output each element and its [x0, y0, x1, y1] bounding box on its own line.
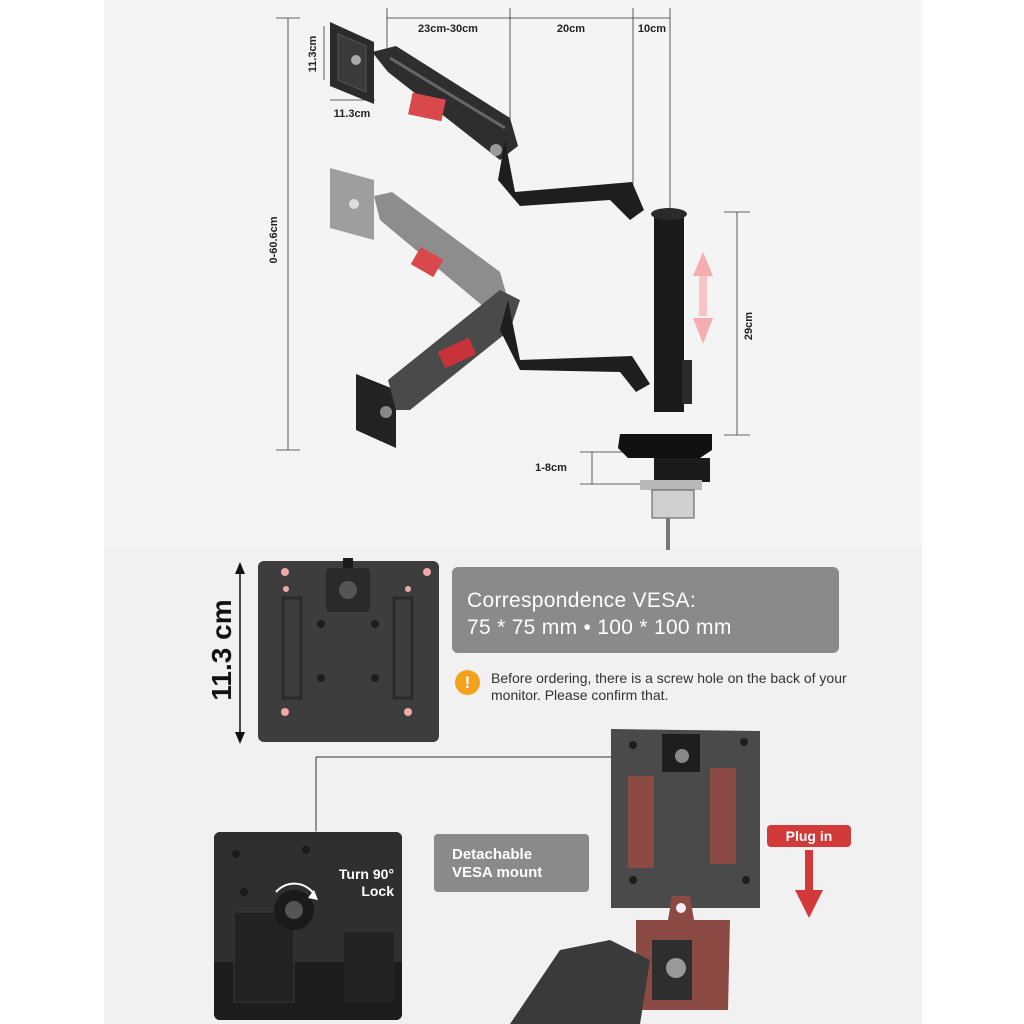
- detachable-line-1: Detachable: [452, 846, 533, 863]
- plug-in-label: Plug in: [767, 825, 851, 847]
- plug-in-arrow-icon: [795, 850, 823, 918]
- plate-size-label: 11.3 cm: [206, 599, 237, 701]
- detachable-bracket: [510, 896, 730, 1024]
- lock-detail-photo: [214, 832, 402, 1020]
- arm-segment-2-label: 20cm: [557, 23, 585, 35]
- pole-height-label: 29cm: [743, 312, 755, 340]
- size-measure-arrow: [235, 562, 245, 744]
- height-range-label: 0-60.6cm: [268, 216, 280, 263]
- arm-segment-3-label: 10cm: [638, 23, 666, 35]
- notice-text: Before ordering, there is a screw hole o…: [491, 670, 847, 703]
- lock-mechanism-illustration: [214, 832, 402, 1020]
- arm-segment-1-label: 23cm-30cm: [418, 23, 478, 35]
- height-adjust-arrow-icon: [693, 252, 713, 344]
- detachable-line-2: VESA mount: [452, 864, 543, 881]
- exclamation-icon: !: [455, 670, 480, 695]
- vesa-title: Correspondence VESA:: [467, 589, 696, 612]
- monitor-vesa-plate: [611, 729, 760, 908]
- lower-arm: [374, 192, 650, 410]
- vesa-width-label: 11.3cm: [334, 108, 371, 120]
- detachable-label-box: Detachable VESA mount: [434, 834, 589, 892]
- vesa-height-label: 11.3cm: [307, 35, 319, 72]
- vesa-sizes: 75 * 75 mm • 100 * 100 mm: [467, 616, 732, 639]
- product-diagram-panel: [104, 0, 922, 548]
- upper-monitor-plate: [330, 22, 374, 104]
- upper-arm: [372, 46, 644, 220]
- turn-lock-line-2: Lock: [361, 883, 394, 899]
- pole: [618, 208, 712, 550]
- vesa-plate-diagram: [258, 558, 439, 742]
- lower-monitor-plate: [330, 168, 396, 448]
- turn-lock-line-1: Turn 90°: [338, 866, 394, 882]
- turn-lock-label: Turn 90° Lock: [314, 866, 394, 900]
- vesa-info-box: Correspondence VESA: 75 * 75 mm • 100 * …: [452, 567, 839, 653]
- clamp-range-label: 1-8cm: [535, 462, 567, 474]
